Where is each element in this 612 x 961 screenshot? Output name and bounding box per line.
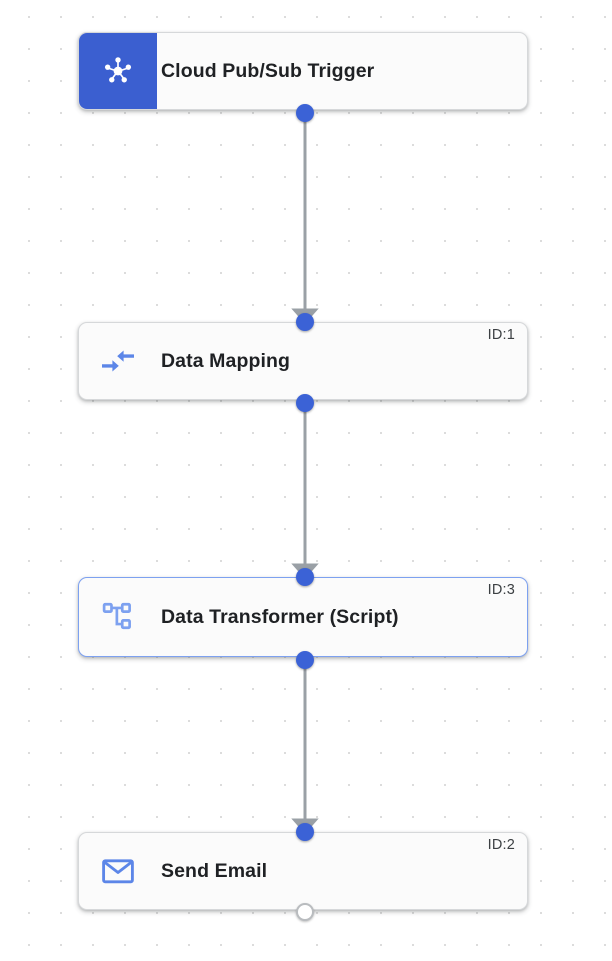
node-label: Send Email [161, 859, 268, 882]
output-port-send-email[interactable] [296, 903, 314, 921]
output-port-data-transformer-script[interactable] [296, 651, 314, 669]
node-label: Cloud Pub/Sub Trigger [161, 59, 375, 82]
output-port-cloud-pubsub-trigger[interactable] [296, 104, 314, 122]
node-cloud-pubsub-trigger[interactable]: Cloud Pub/Sub Trigger [78, 32, 528, 110]
input-port-data-transformer-script[interactable] [296, 568, 314, 586]
output-port-data-mapping[interactable] [296, 394, 314, 412]
input-port-send-email[interactable] [296, 823, 314, 841]
node-send-email[interactable]: Send Email ID:2 [78, 832, 528, 910]
node-data-transformer-script[interactable]: Data Transformer (Script) ID:3 [78, 577, 528, 657]
input-port-data-mapping[interactable] [296, 313, 314, 331]
node-label: Data Transformer (Script) [161, 605, 399, 628]
node-data-mapping[interactable]: Data Mapping ID:1 [78, 322, 528, 400]
account-tree-icon [79, 578, 157, 656]
node-id-badge: ID:2 [487, 837, 515, 853]
node-label: Data Mapping [161, 349, 291, 372]
node-id-badge: ID:3 [487, 582, 515, 598]
node-id-badge: ID:1 [487, 327, 515, 343]
merge-arrows-icon [79, 323, 157, 399]
pubsub-hub-icon [79, 33, 157, 109]
envelope-icon [79, 833, 157, 909]
